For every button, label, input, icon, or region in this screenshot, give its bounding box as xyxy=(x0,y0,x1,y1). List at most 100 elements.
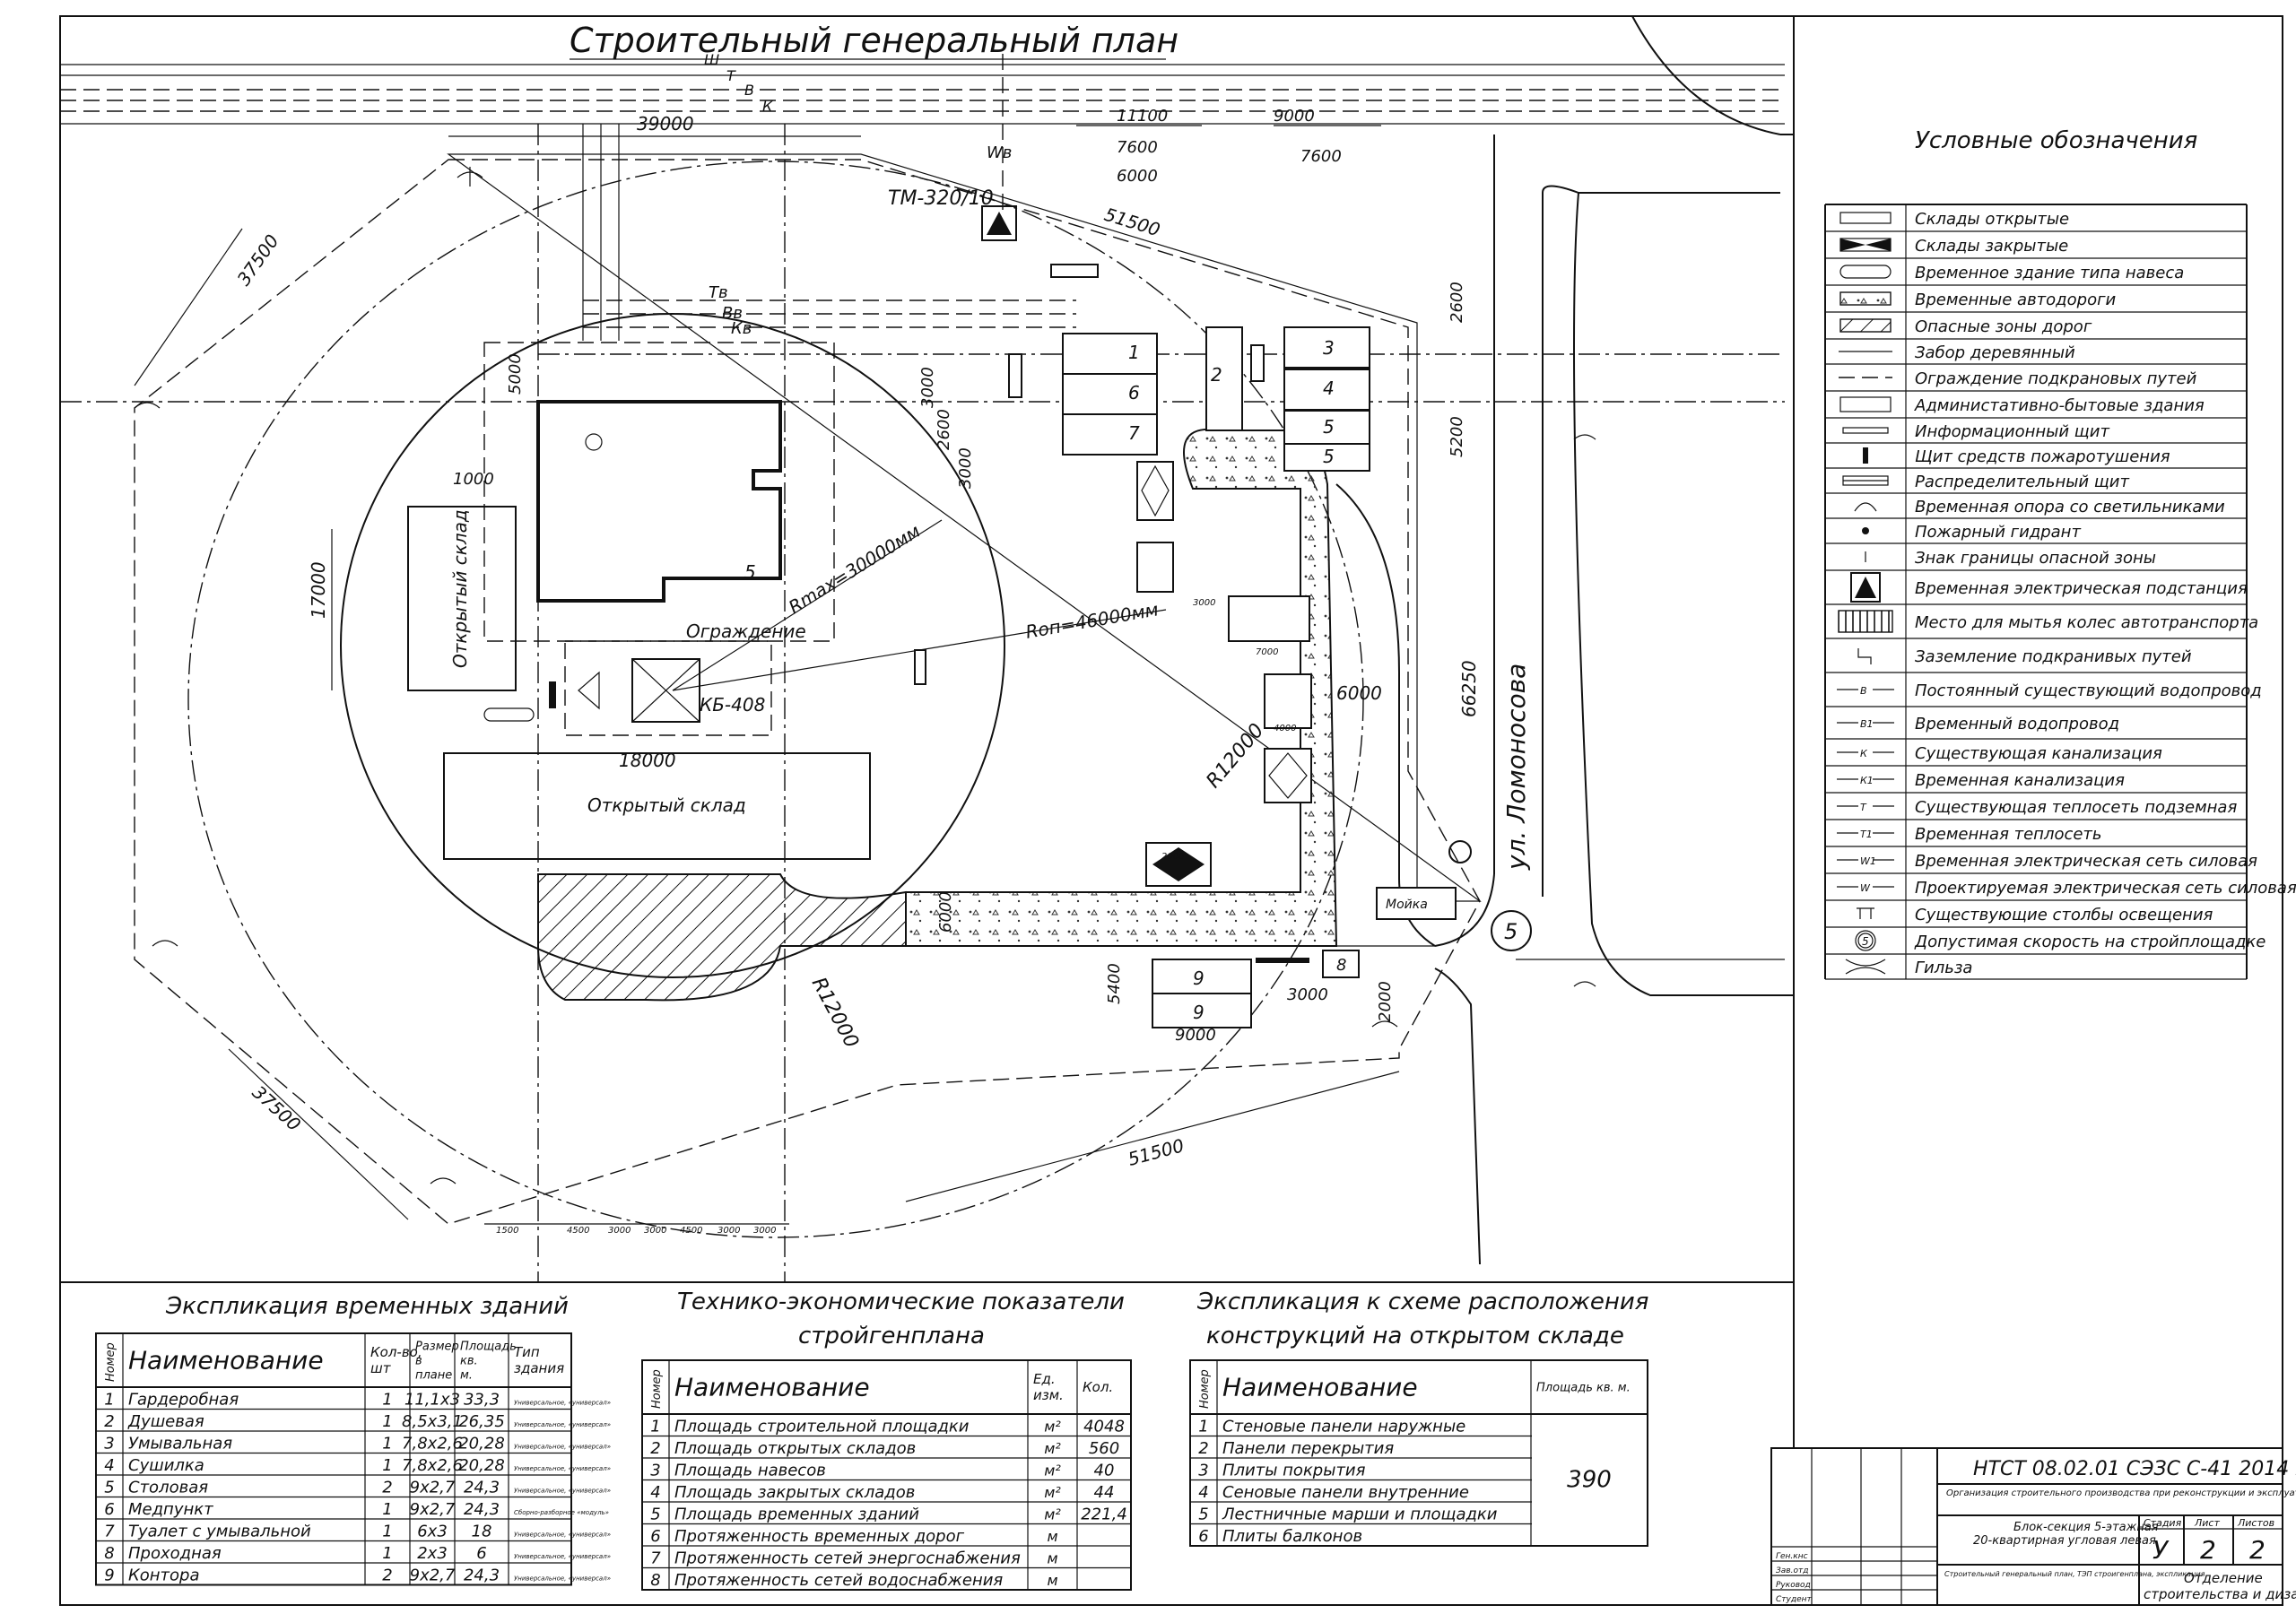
info-board-2 xyxy=(1008,353,1022,398)
table-cell: Умывальная xyxy=(128,1435,232,1453)
legend-symbol: К xyxy=(1837,746,1894,759)
legend-symbol: К1 xyxy=(1837,773,1894,786)
table-header-cell: Номер xyxy=(104,1342,117,1382)
bld-num-6: 6 xyxy=(1128,382,1140,404)
table-cell: Универсальное, «универсал» xyxy=(514,1444,611,1451)
legend-label: Временные автодороги xyxy=(1915,291,2117,309)
road-curve-right xyxy=(1335,483,1436,947)
legend-symbol xyxy=(1863,447,1868,464)
table-header-cell: Наименование xyxy=(674,1372,870,1401)
bld-num-8: 8 xyxy=(1336,956,1346,975)
table-cell: Стеновые панели наружные xyxy=(1222,1418,1465,1436)
legend-symbol: 5 xyxy=(1855,930,1876,951)
open-storage-vertical-label: Открытый склад xyxy=(449,509,471,668)
svg-text:Т: Т xyxy=(1860,802,1867,813)
table-cell: 6 xyxy=(650,1527,660,1546)
dim-7000: 7000 xyxy=(1256,647,1278,657)
table-cell: 11,1х3 xyxy=(404,1391,460,1410)
dim-5200: 5200 xyxy=(1448,416,1466,457)
table-header-cell: Площадь кв. м. xyxy=(1536,1381,1631,1394)
table-cell: Сборно-разборное «модуль» xyxy=(514,1509,609,1516)
legend-label: Постоянный существующий водопровод xyxy=(1915,681,2262,700)
table-cell: 26,35 xyxy=(458,1412,505,1431)
table-cell: 3 xyxy=(1198,1462,1208,1480)
legend-label: Забор деревянный xyxy=(1915,343,2075,362)
legend-symbol xyxy=(1842,475,1889,486)
hydrant-icon xyxy=(585,433,603,451)
legend-title: Условные обозначения xyxy=(1915,127,2197,154)
table-cell: Протяженность сетей водоснабжения xyxy=(674,1571,1003,1590)
stamp-role-1: Ген.кнс xyxy=(1776,1552,1808,1561)
table-cell: 7 xyxy=(104,1523,115,1541)
legend-symbol xyxy=(1850,572,1881,603)
table-cell: 1 xyxy=(382,1500,392,1519)
table-cell: 7 xyxy=(650,1549,661,1568)
dim-6000b: 6000 xyxy=(936,891,955,933)
table-cell: Столовая xyxy=(128,1479,208,1497)
legend-symbol xyxy=(1842,427,1889,434)
dim-1000: 1000 xyxy=(453,470,494,489)
table-cell: Универсальное, «универсал» xyxy=(514,1532,611,1539)
table-header-cell: Площадь xyxy=(460,1340,517,1353)
legend-symbol xyxy=(1839,238,1892,252)
dim-3000e: 3000 xyxy=(644,1226,666,1236)
existing-utility-lines: Ш Т В К xyxy=(60,51,1785,125)
table-buildings-title: Экспликация временных зданий xyxy=(165,1293,569,1320)
street-name: ул. Ломоносова xyxy=(1501,664,1531,871)
table-cell: 4 xyxy=(104,1456,114,1475)
stamp-object-1: Блок-секция 5-этажная xyxy=(2013,1521,2159,1534)
table-cell: Медпункт xyxy=(128,1500,213,1519)
svg-text:W: W xyxy=(1860,882,1871,894)
legend-label: Временная электрическая сеть силовая xyxy=(1915,852,2257,871)
table-cell: 6 xyxy=(1198,1527,1208,1546)
legend-label: Ограждение подкрановых путей xyxy=(1915,369,2197,388)
stamp-sheet: 2 xyxy=(2200,1535,2216,1565)
table-cell: Плиты покрытия xyxy=(1222,1462,1366,1480)
info-board xyxy=(914,649,926,685)
table-cell: 44 xyxy=(1094,1483,1115,1502)
speed-limit-value: 5 xyxy=(1504,919,1518,944)
title-block: НТСТ 08.02.01 СЭЗС С-41 2014 КП Организа… xyxy=(1770,1447,2296,1606)
fire-shield xyxy=(549,681,556,708)
legend-symbol: В1 xyxy=(1837,716,1894,730)
table-cell: 3 xyxy=(104,1435,114,1453)
stamp-sheet-desc: Строительный генеральный план, ТЭП строи… xyxy=(1944,1570,2205,1578)
dim-5000: 5000 xyxy=(506,353,525,395)
table-cell: 2 xyxy=(104,1412,114,1431)
table-cell: Универсальное, «универсал» xyxy=(514,1421,611,1428)
legend-label: Существующие столбы освещения xyxy=(1915,906,2213,924)
dim-3000f: 3000 xyxy=(718,1226,740,1236)
line-code-v: В xyxy=(744,82,754,99)
open-storage-horizontal xyxy=(443,752,871,860)
table-cell: 24,3 xyxy=(464,1479,500,1497)
legend-symbol xyxy=(1857,907,1874,919)
dim-3000b: 3000 xyxy=(956,447,975,489)
legend-symbol xyxy=(1845,959,1886,975)
table-cell: 5 xyxy=(1198,1506,1208,1524)
table-cell: Душевая xyxy=(127,1412,204,1431)
legend-symbol xyxy=(1857,648,1872,664)
stamp-role-3: Руковод xyxy=(1776,1581,1811,1590)
danger-zone-circle xyxy=(187,161,1364,1238)
stamp-org-2: строительства и дизайна xyxy=(2144,1586,2296,1602)
legend-symbol: Т1 xyxy=(1837,827,1894,840)
table-cell: Лестничные марши и площадки xyxy=(1222,1506,1498,1524)
table-cell: Туалет с умывальной xyxy=(128,1523,311,1541)
dim-3000d: 3000 xyxy=(608,1226,631,1236)
svg-text:В1: В1 xyxy=(1860,718,1874,730)
dim-4000: 4000 xyxy=(1274,724,1296,733)
legend-symbol xyxy=(1839,318,1892,333)
table-cell: Площадь закрытых складов xyxy=(674,1483,915,1502)
table-cell: 221,4 xyxy=(1081,1506,1127,1524)
table-header-cell: кв. xyxy=(460,1354,478,1367)
open-storage-vertical xyxy=(407,506,517,691)
table-cell: 7,8х2,6 xyxy=(402,1435,463,1453)
stamp-role-4: Студент xyxy=(1776,1595,1812,1604)
legend-symbol: В xyxy=(1837,683,1894,697)
storage-area: 390 xyxy=(1567,1467,1612,1494)
building-number: 5 xyxy=(744,561,756,583)
bld-num-7: 7 xyxy=(1128,422,1140,444)
